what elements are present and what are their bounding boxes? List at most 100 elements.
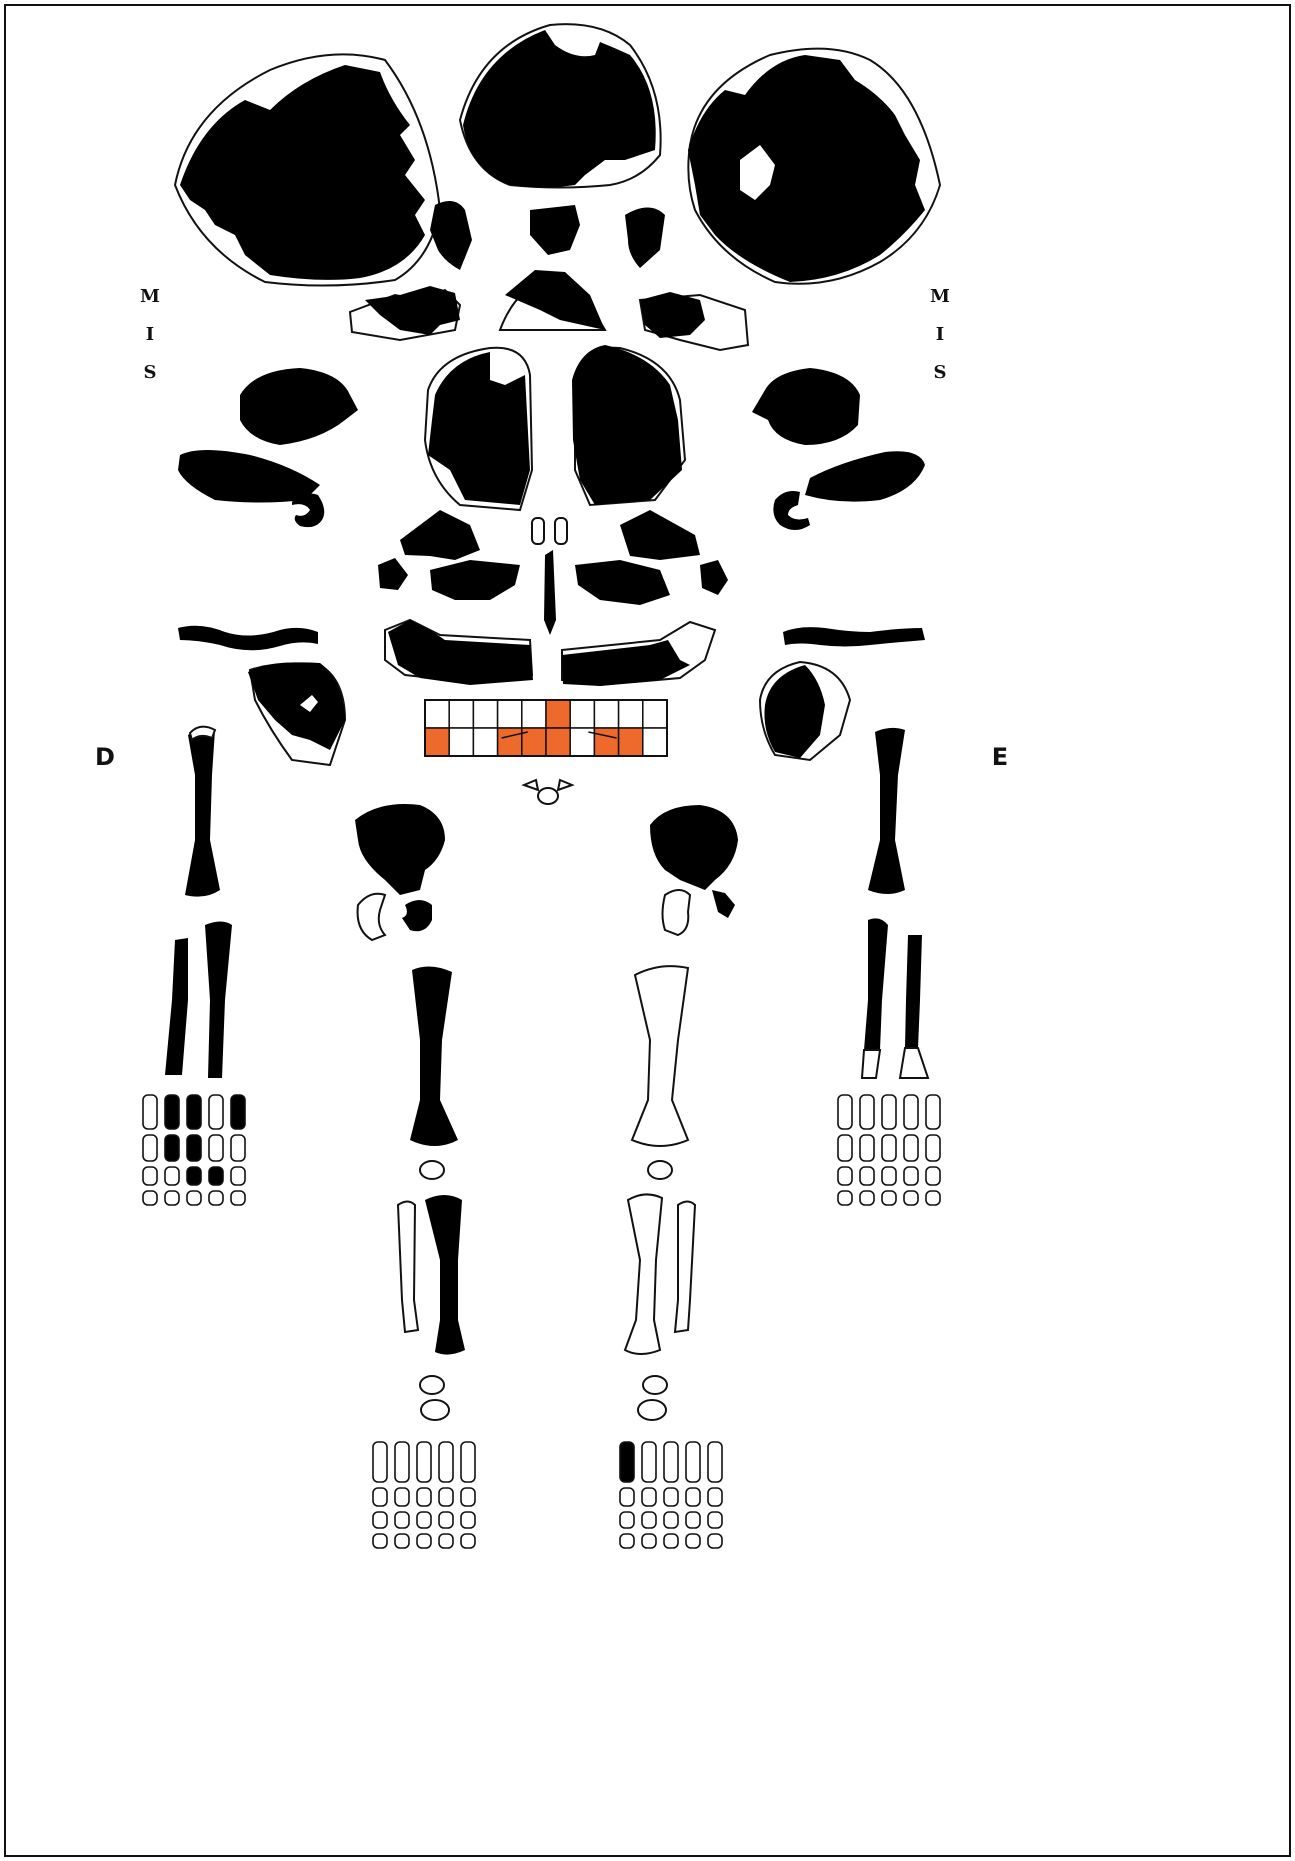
- foot-bone: [373, 1488, 387, 1506]
- foot-bone: [664, 1534, 678, 1548]
- hand-bone: [838, 1191, 852, 1205]
- foot-bone: [395, 1442, 409, 1482]
- foot-bone: [708, 1442, 722, 1482]
- right-calcaneus: [421, 1400, 449, 1420]
- foot-bone: [620, 1534, 634, 1548]
- foot-bone: [686, 1512, 700, 1528]
- mis-right-m: M: [930, 286, 950, 307]
- tooth-cell: [425, 728, 449, 756]
- foot-bone: [686, 1488, 700, 1506]
- tooth-cell: [570, 700, 594, 728]
- hand-bone: [231, 1135, 245, 1161]
- mis-left-m: M: [140, 286, 160, 307]
- foot-bone: [664, 1488, 678, 1506]
- hand-bone: [231, 1191, 245, 1205]
- hand-bone: [209, 1191, 223, 1205]
- hand-bone: [926, 1191, 940, 1205]
- tooth-cell: [498, 728, 522, 756]
- right-nasal-bone: [555, 518, 567, 544]
- foot-bone: [642, 1512, 656, 1528]
- tooth-cell: [449, 700, 473, 728]
- foot-bone: [417, 1512, 431, 1528]
- foot-bone: [461, 1488, 475, 1506]
- hand-bone: [209, 1095, 223, 1129]
- foot-bone: [686, 1442, 700, 1482]
- foot-bone: [373, 1442, 387, 1482]
- tooth-cell: [619, 728, 643, 756]
- left-ischium-outline: [663, 890, 691, 935]
- left-nasal-bone: [532, 518, 544, 544]
- hand-bone: [209, 1135, 223, 1161]
- foot-bone: [395, 1534, 409, 1548]
- foot-bone: [642, 1442, 656, 1482]
- left-patella: [648, 1161, 672, 1179]
- hand-bone: [231, 1095, 245, 1129]
- foot-bone: [373, 1512, 387, 1528]
- hand-bone: [209, 1167, 223, 1185]
- tooth-cell: [425, 700, 449, 728]
- foot-bone: [417, 1488, 431, 1506]
- hand-bone: [860, 1095, 874, 1129]
- hand-bone: [143, 1095, 157, 1129]
- foot-bone: [439, 1442, 453, 1482]
- tooth-cell: [473, 728, 497, 756]
- tooth-cell: [546, 700, 570, 728]
- left-calcaneus: [638, 1400, 666, 1420]
- hand-bone: [926, 1095, 940, 1129]
- foot-bone: [686, 1534, 700, 1548]
- hand-bone: [187, 1135, 201, 1161]
- foot-bone: [461, 1442, 475, 1482]
- left-ulna-distal: [862, 1050, 880, 1078]
- right-patella: [420, 1161, 444, 1179]
- foot-bone: [395, 1488, 409, 1506]
- tooth-cell: [546, 728, 570, 756]
- hyoid-body: [538, 788, 558, 804]
- foot-bone: [708, 1488, 722, 1506]
- foot-bone: [708, 1512, 722, 1528]
- foot-bone: [373, 1534, 387, 1548]
- right-talus: [420, 1376, 444, 1394]
- tooth-cell: [498, 700, 522, 728]
- hand-bone: [904, 1095, 918, 1129]
- left-talus: [643, 1376, 667, 1394]
- foot-bone: [417, 1442, 431, 1482]
- hand-bone: [904, 1191, 918, 1205]
- hand-bone: [860, 1191, 874, 1205]
- mis-left-s: S: [144, 362, 157, 383]
- tooth-cell: [473, 700, 497, 728]
- hand-bone: [165, 1135, 179, 1161]
- hand-bone: [838, 1167, 852, 1185]
- tooth-cell: [643, 728, 667, 756]
- hand-bone: [187, 1167, 201, 1185]
- side-label-left-body: E: [992, 743, 1008, 771]
- foot-bone: [439, 1534, 453, 1548]
- foot-bone: [642, 1534, 656, 1548]
- tooth-cell: [619, 700, 643, 728]
- hand-bone: [926, 1135, 940, 1161]
- hand-bone: [926, 1167, 940, 1185]
- foot-bone: [620, 1442, 634, 1482]
- foot-bone: [439, 1488, 453, 1506]
- hand-bone: [882, 1167, 896, 1185]
- foot-bone: [664, 1442, 678, 1482]
- tooth-cell: [594, 700, 618, 728]
- hand-bone: [882, 1191, 896, 1205]
- figure-border: [5, 5, 1290, 1856]
- foot-bone: [417, 1534, 431, 1548]
- foot-bone: [461, 1512, 475, 1528]
- mis-right-i: I: [936, 324, 944, 345]
- tooth-cell: [522, 700, 546, 728]
- hand-bone: [187, 1191, 201, 1205]
- hand-bone: [882, 1095, 896, 1129]
- foot-bone: [461, 1534, 475, 1548]
- dentition-chart: [425, 700, 667, 756]
- hand-bone: [231, 1167, 245, 1185]
- mis-right-s: S: [934, 362, 947, 383]
- foot-bone: [439, 1512, 453, 1528]
- hand-bone: [143, 1135, 157, 1161]
- hand-bone: [143, 1191, 157, 1205]
- mis-left-i: I: [146, 324, 154, 345]
- foot-bone: [620, 1512, 634, 1528]
